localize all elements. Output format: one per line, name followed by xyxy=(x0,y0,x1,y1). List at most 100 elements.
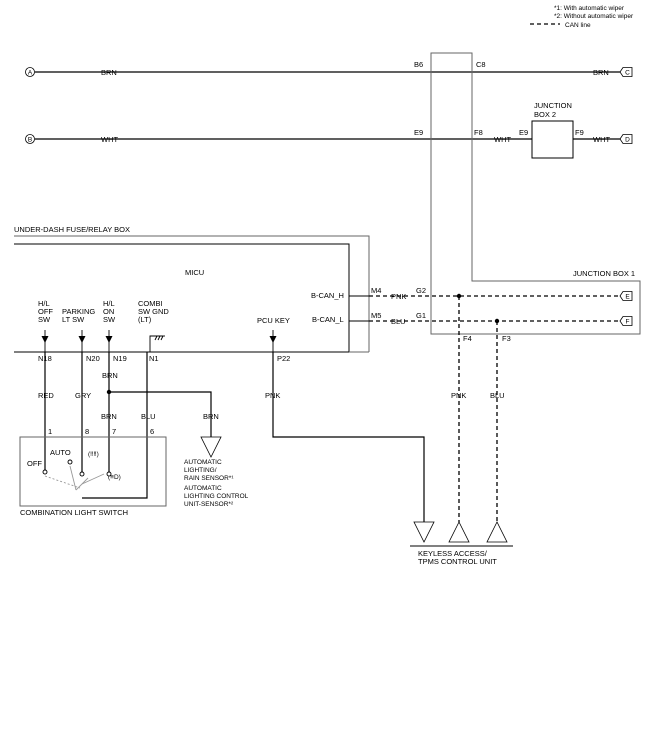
wire-label-wht-mid: WHT xyxy=(494,135,511,144)
connector-d-marker xyxy=(619,134,633,144)
pin-6: 6 xyxy=(150,427,154,436)
sensor2-line3: UNIT-SENSOR*² xyxy=(184,501,234,508)
combination-light-switch: 1 8 7 6 OFF AUTO (‼‼) (≡D) COMBINATION L… xyxy=(19,427,167,517)
junction-box-2-outline xyxy=(531,120,574,159)
terminal-f9: F9 xyxy=(575,128,584,137)
switch-contact-off xyxy=(42,469,48,475)
junction-box-2-label-line1: JUNCTION xyxy=(534,101,572,110)
legend-can-line: CAN line xyxy=(565,22,591,29)
small-light-icon: (‼‼) xyxy=(88,451,99,458)
wire-label-gry: GRY xyxy=(75,391,91,400)
terminal-m4: M4 xyxy=(371,286,381,295)
switch-arm-3 xyxy=(81,473,105,485)
combi-gnd-line xyxy=(149,335,163,352)
fuse-relay-box: UNDER-DASH FUSE/RELAY BOX MICU B-CAN_H B… xyxy=(14,225,370,363)
brn-sensor-wire xyxy=(109,391,212,437)
terminal-p22: P22 xyxy=(277,354,290,363)
combination-switch-outline xyxy=(19,436,167,507)
sensor1-line2: LIGHTING/ xyxy=(184,467,217,474)
connector-b-marker xyxy=(25,134,35,144)
hl-off-label-line1: H/L xyxy=(38,299,50,308)
drop-wire-label-blu: BLU xyxy=(490,391,505,400)
combi-gnd-label-line2: SW GND xyxy=(138,307,169,316)
fuse-box-label: UNDER-DASH FUSE/RELAY BOX xyxy=(14,225,130,234)
ground-hatch-2 xyxy=(157,335,161,341)
combination-switch-label: COMBINATION LIGHT SWITCH xyxy=(20,508,128,517)
fuse-box-outline xyxy=(14,235,370,352)
terminal-c8: C8 xyxy=(476,60,486,69)
drop-wire-label-pnk: PNK xyxy=(451,391,466,400)
hl-on-label-line2: ON xyxy=(103,307,114,316)
terminal-g1: G1 xyxy=(416,311,426,320)
pin-7: 7 xyxy=(112,427,116,436)
wire-label-brn-sensor: BRN xyxy=(203,412,219,421)
terminal-f3: F3 xyxy=(502,334,511,343)
junction-box-1-outline xyxy=(430,52,641,335)
sensor-connector-triangle xyxy=(200,436,222,458)
hl-off-label-line2: OFF xyxy=(38,307,53,316)
hl-off-label-line3: SW xyxy=(38,315,51,324)
can-lines: M4 M5 PNK BLU G2 G1 E F F4 F3 PNK BLU xyxy=(369,286,633,522)
parking-label-line1: PARKING xyxy=(62,307,95,316)
sensor1-line3: RAIN SENSOR*¹ xyxy=(184,475,234,482)
keyless-can-h-triangle xyxy=(448,521,470,543)
keyless-label-line2: TPMS CONTROL UNIT xyxy=(418,557,497,566)
terminal-n19: N19 xyxy=(113,354,127,363)
top-wires: A BRN B6 C8 BRN C B WHT E9 F8 WHT E9 F9 … xyxy=(25,60,633,144)
terminal-n1: N1 xyxy=(149,354,159,363)
wire-label-red: RED xyxy=(38,391,54,400)
b-can-l-label: B-CAN_L xyxy=(312,315,344,324)
hl-on-label-line3: SW xyxy=(103,315,116,324)
connector-c-label: C xyxy=(625,70,630,77)
can-l-wire-label: BLU xyxy=(391,317,406,326)
sensor2-line1: AUTOMATIC xyxy=(184,485,222,492)
wire-label-brn-a: BRN xyxy=(101,68,117,77)
switch-auto-label: AUTO xyxy=(50,448,71,457)
switch-off-label: OFF xyxy=(27,459,42,468)
pin-1: 1 xyxy=(48,427,52,436)
blu-ground-wire xyxy=(82,352,148,499)
sensor2-line2: LIGHTING CONTROL xyxy=(184,493,249,500)
terminal-b6: B6 xyxy=(414,60,423,69)
lighting-sensor: AUTOMATIC LIGHTING/ RAIN SENSOR*¹ AUTOMA… xyxy=(184,436,249,508)
can-h-wire-label: PNK xyxy=(391,292,406,301)
keyless-pnk-input-triangle xyxy=(413,521,435,543)
connector-c-marker xyxy=(619,67,633,77)
ground-hatch-3 xyxy=(160,335,164,341)
connector-a-marker xyxy=(25,67,35,77)
parking-label-line2: LT SW xyxy=(62,315,85,324)
wire-label-brn-switch: BRN xyxy=(101,412,117,421)
terminal-g2: G2 xyxy=(416,286,426,295)
wire-label-brn-n19: BRN xyxy=(102,371,118,380)
junction-box-2: JUNCTION BOX 2 xyxy=(531,101,574,159)
wire-label-wht-b: WHT xyxy=(101,135,118,144)
pnk-keyless-wire xyxy=(272,352,425,522)
connector-e-marker xyxy=(619,291,633,301)
connector-d-label: D xyxy=(625,137,630,144)
junction-box-1-label: JUNCTION BOX 1 xyxy=(573,269,635,278)
micu-outline xyxy=(14,243,350,353)
connector-b-label: B xyxy=(28,137,32,144)
terminal-f4: F4 xyxy=(463,334,472,343)
wire-label-pnk-p22: PNK xyxy=(265,391,280,400)
combi-gnd-label-line3: (LT) xyxy=(138,315,152,324)
wire-label-brn-c: BRN xyxy=(593,68,609,77)
switch-arm-1 xyxy=(69,465,77,491)
connector-a-label: A xyxy=(28,70,33,77)
micu-label: MICU xyxy=(185,268,204,277)
junction-box-2-label-line2: BOX 2 xyxy=(534,110,556,119)
terminal-f8: F8 xyxy=(474,128,483,137)
lower-wiring: BRN RED GRY PNK BRN BLU BRN xyxy=(38,352,425,522)
legend-note-1: *1: With automatic wiper xyxy=(554,5,625,12)
terminal-e9-jb2: E9 xyxy=(519,128,528,137)
keyless-can-l-triangle xyxy=(486,521,508,543)
switch-contact-small xyxy=(79,471,85,477)
pcu-key-label: PCU KEY xyxy=(257,316,290,325)
pin-8: 8 xyxy=(85,427,89,436)
legend-note-2: *2: Without automatic wiper xyxy=(554,13,634,20)
wire-label-wht-d: WHT xyxy=(593,135,610,144)
terminal-m5: M5 xyxy=(371,311,381,320)
hl-on-label-line1: H/L xyxy=(103,299,115,308)
b-can-h-label: B-CAN_H xyxy=(311,291,344,300)
